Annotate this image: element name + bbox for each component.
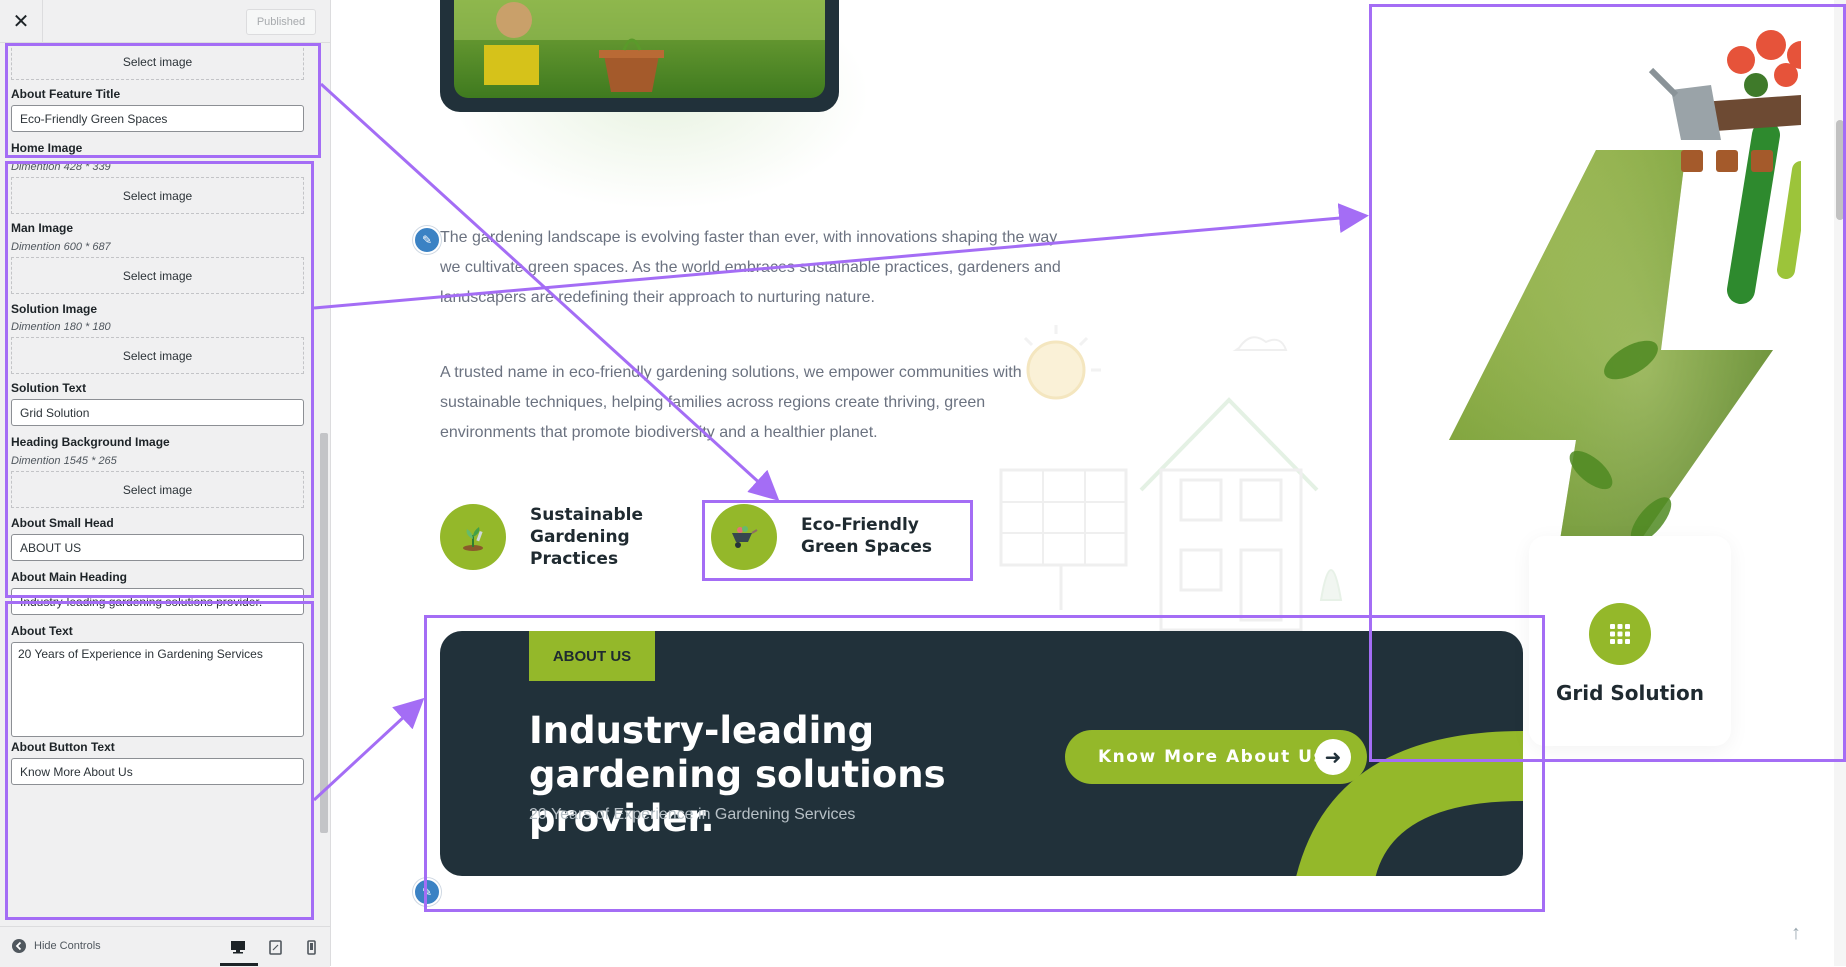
solution-text-input[interactable] bbox=[11, 399, 304, 426]
heading-background-image-select-button[interactable]: Select image bbox=[11, 471, 304, 508]
arrow-up-icon: ↑ bbox=[1791, 921, 1801, 944]
desktop-preview-button[interactable] bbox=[228, 937, 248, 957]
know-more-button[interactable]: Know More About Us ➜ bbox=[1065, 730, 1367, 784]
grid-solution-text: Grid Solution bbox=[1555, 681, 1705, 705]
about-text-label: About Text bbox=[11, 624, 73, 638]
edit-shortcut-pencil-2[interactable]: ✎ bbox=[413, 878, 441, 906]
decorative-arc bbox=[1296, 731, 1523, 876]
solution-image-description: Dimention 180 * 180 bbox=[11, 321, 111, 333]
about-paragraph-1: The gardening landscape is evolving fast… bbox=[440, 229, 1061, 306]
feature-2-title: Eco-Friendly Green Spaces bbox=[801, 515, 933, 557]
preview-scrollbar-thumb[interactable] bbox=[1836, 120, 1844, 220]
pencil-icon: ✎ bbox=[421, 233, 433, 247]
about-text-textarea[interactable]: 20 Years of Experience in Gardening Serv… bbox=[11, 642, 304, 737]
tablet-icon bbox=[268, 939, 282, 955]
home-image bbox=[454, 0, 825, 98]
solution-image-label: Solution Image bbox=[11, 302, 98, 316]
home-image-label: Home Image bbox=[11, 141, 83, 155]
home-image-frame bbox=[440, 0, 839, 112]
edit-shortcut-pencil[interactable]: ✎ bbox=[413, 226, 441, 254]
customizer-footer: Hide Controls bbox=[0, 926, 330, 967]
customizer-sidebar: ✕ Published Select image About Feature T… bbox=[0, 0, 331, 967]
about-main-heading: Industry-leading gardening solutions pro… bbox=[529, 709, 946, 840]
arrow-right-icon: ➜ bbox=[1315, 739, 1351, 775]
mobile-preview-button[interactable] bbox=[301, 937, 321, 957]
scroll-to-top-button[interactable]: ↑ bbox=[1783, 920, 1809, 946]
about-text: 20 Years of Experience in Gardening Serv… bbox=[529, 806, 856, 823]
solution-image-select-button[interactable]: Select image bbox=[11, 337, 304, 374]
about-main-heading-input[interactable] bbox=[11, 588, 304, 615]
customizer-controls[interactable]: Select image About Feature Title Home Im… bbox=[0, 43, 318, 915]
customizer-topbar: ✕ Published bbox=[0, 0, 330, 43]
about-button-text-label: About Button Text bbox=[11, 740, 115, 754]
home-image-description: Dimention 428 * 339 bbox=[11, 161, 111, 173]
grid-solution-icon-circle bbox=[1589, 603, 1651, 665]
about-small-head: ABOUT US bbox=[529, 631, 655, 681]
close-button[interactable]: ✕ bbox=[0, 0, 43, 42]
site-preview: ✎ The gardening landscape is evolving fa… bbox=[331, 0, 1846, 966]
solution-text-label: Solution Text bbox=[11, 381, 87, 395]
feature-1-title: Sustainable Gardening Practices bbox=[530, 505, 643, 569]
controls-scrollbar-thumb[interactable] bbox=[320, 433, 328, 833]
about-feature-image-select-button[interactable]: Select image bbox=[11, 43, 304, 80]
about-us-panel: ABOUT US Industry-leading gardening solu… bbox=[440, 631, 1523, 876]
publish-button[interactable]: Published bbox=[246, 9, 316, 35]
pencil-icon: ✎ bbox=[421, 885, 433, 899]
about-small-head-input[interactable] bbox=[11, 534, 304, 561]
heading-background-image-description: Dimention 1545 * 265 bbox=[11, 455, 117, 467]
active-device-indicator bbox=[220, 963, 258, 966]
man-image-label: Man Image bbox=[11, 221, 74, 235]
hide-controls-label: Hide Controls bbox=[34, 940, 101, 952]
grid-solution-card: Grid Solution bbox=[1529, 536, 1731, 746]
tablet-preview-button[interactable] bbox=[265, 937, 285, 957]
house-illustration bbox=[999, 325, 1343, 632]
home-image-select-button[interactable]: Select image bbox=[11, 177, 304, 214]
collapse-icon bbox=[12, 939, 26, 953]
about-button-text-input[interactable] bbox=[11, 758, 304, 785]
about-paragraph-2: A trusted name in eco-friendly gardening… bbox=[440, 364, 1022, 441]
heading-background-image-label: Heading Background Image bbox=[11, 435, 170, 449]
about-feature-title-input[interactable] bbox=[11, 105, 304, 132]
man-image-description: Dimention 600 * 687 bbox=[11, 241, 111, 253]
wheelbarrow-icon bbox=[732, 526, 758, 548]
hide-controls-button[interactable]: Hide Controls bbox=[12, 939, 101, 953]
man-image-select-button[interactable]: Select image bbox=[11, 257, 304, 294]
feature-1-icon-circle bbox=[440, 504, 506, 570]
man-image bbox=[1449, 30, 1801, 690]
close-icon: ✕ bbox=[12, 10, 30, 33]
know-more-button-label: Know More About Us bbox=[1098, 747, 1326, 767]
about-small-head-label: About Small Head bbox=[11, 516, 114, 530]
feature-2-icon-circle bbox=[711, 504, 777, 570]
mobile-icon bbox=[306, 939, 316, 955]
grid-icon bbox=[1610, 624, 1630, 644]
planting-icon bbox=[463, 527, 483, 551]
about-main-heading-label: About Main Heading bbox=[11, 570, 127, 584]
desktop-icon bbox=[231, 941, 245, 954]
about-feature-title-label: About Feature Title bbox=[11, 87, 121, 101]
